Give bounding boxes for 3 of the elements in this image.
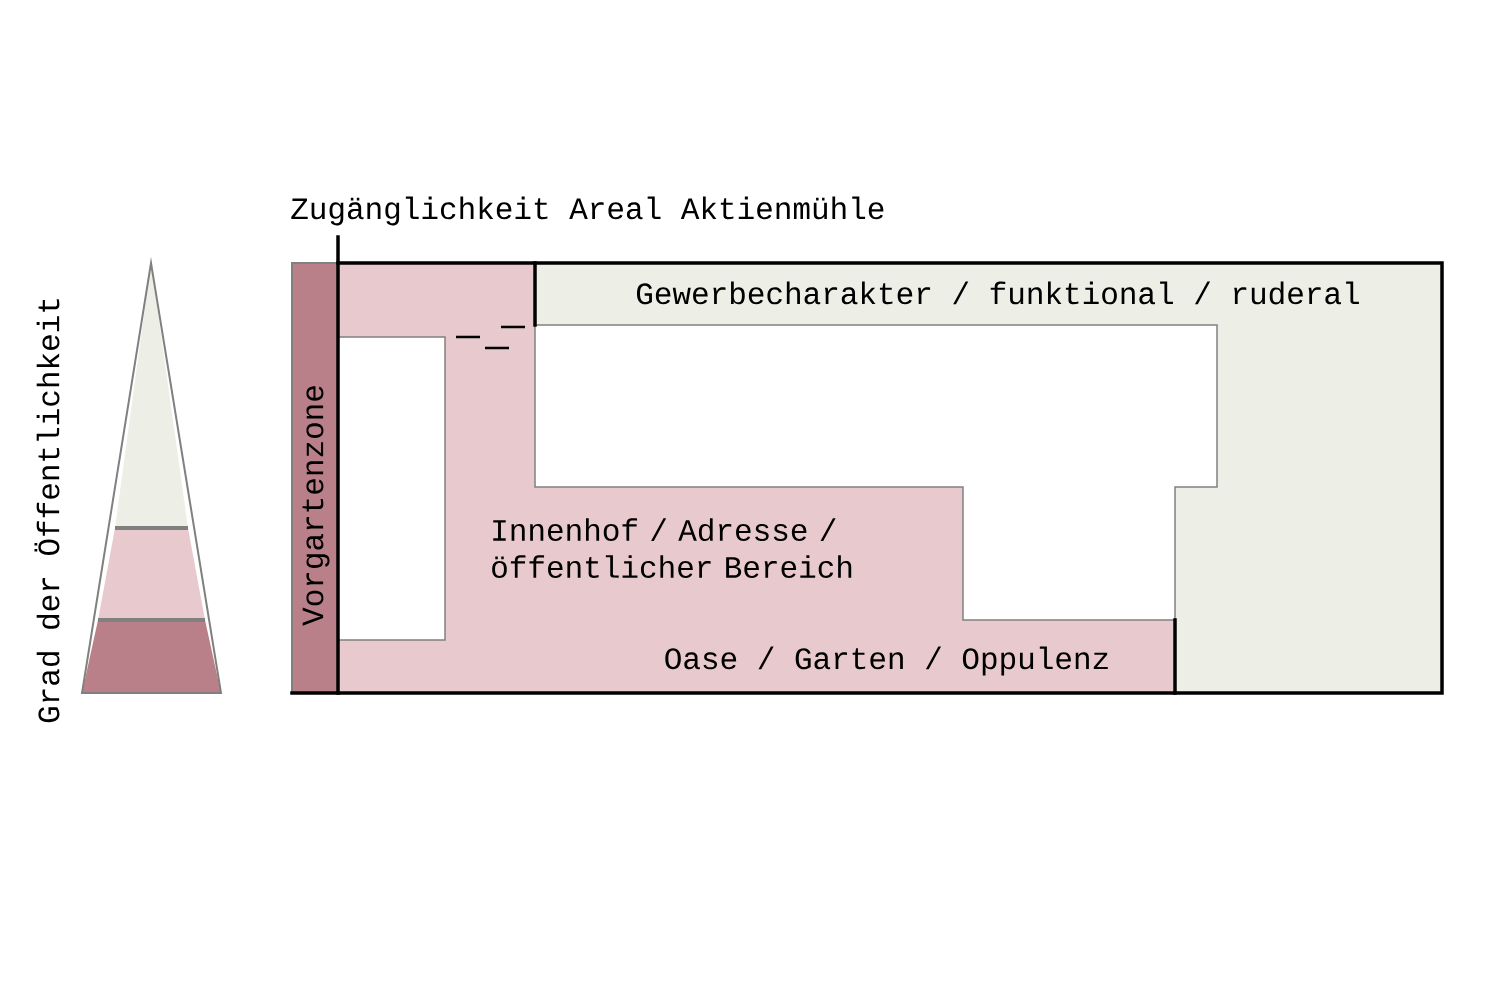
- title: Zugänglichkeit Areal Aktienmühle: [291, 196, 884, 226]
- zone-strip: Vorgartenzone: [291, 262, 339, 694]
- axis-label: Grad der Öffentlichkeit: [34, 299, 60, 723]
